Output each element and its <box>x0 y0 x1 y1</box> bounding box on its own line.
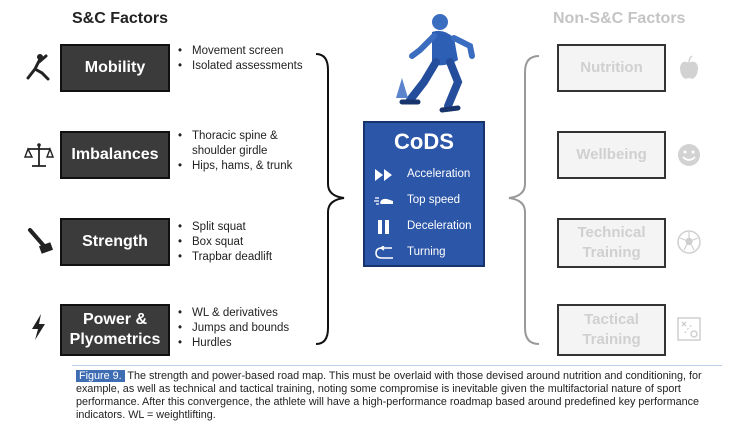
non-sc-factors-heading: Non-S&C Factors <box>553 10 686 27</box>
caption-text: The strength and power-based road map. T… <box>76 370 702 421</box>
u-turn-icon <box>375 246 393 259</box>
sc-factors-heading: S&C Factors <box>72 10 169 27</box>
smiley-icon <box>678 144 700 166</box>
bullet-item: Movement screen <box>176 44 311 59</box>
bullet-item: Hurdles <box>176 336 311 351</box>
lightning-icon <box>32 314 45 340</box>
figure-caption: Figure 9. The strength and power-based r… <box>76 370 716 422</box>
cods-box: CoDS Acceleration Top speed Deceleration… <box>363 121 485 267</box>
pause-icon <box>378 220 389 234</box>
cods-item-top-speed: Top speed <box>407 194 461 206</box>
nsc-factor-tactical-training: Tactical Training <box>557 304 666 356</box>
left-bracket <box>315 53 345 345</box>
speed-icon <box>374 197 393 205</box>
fast-forward-icon <box>375 169 392 181</box>
factor-power-plyometrics: Power & Plyometrics <box>60 304 170 356</box>
factor-mobility: Mobility <box>60 44 170 92</box>
nsc-factor-nutrition: Nutrition <box>557 44 666 92</box>
bullet-item: WL & derivatives <box>176 306 311 321</box>
barbell-icon <box>28 228 54 254</box>
cods-title: CoDS <box>394 129 454 154</box>
bullet-item: Trapbar deadlift <box>176 250 311 265</box>
bullet-item: Isolated assessments <box>176 59 311 74</box>
bullet-item: Thoracic spine & shoulder girdle <box>176 129 311 159</box>
balance-scale-icon <box>24 143 54 167</box>
bullet-item: Split squat <box>176 220 311 235</box>
power-bullets: WL & derivatives Jumps and bounds Hurdle… <box>176 306 311 351</box>
athlete-image <box>396 14 475 113</box>
tactics-board-icon <box>677 317 701 341</box>
bullet-item: Hips, hams, & trunk <box>176 159 311 174</box>
nsc-factor-wellbeing: Wellbeing <box>557 131 666 179</box>
imbalances-bullets: Thoracic spine & shoulder girdle Hips, h… <box>176 129 311 174</box>
bullet-item: Jumps and bounds <box>176 321 311 336</box>
nsc-factor-technical-training: Technical Training <box>557 218 666 268</box>
soccer-ball-icon <box>677 230 701 254</box>
factor-imbalances: Imbalances <box>60 131 170 179</box>
cods-item-turning: Turning <box>407 246 446 258</box>
mobility-bullets: Movement screen Isolated assessments <box>176 44 311 74</box>
strength-bullets: Split squat Box squat Trapbar deadlift <box>176 220 311 265</box>
right-bracket <box>508 55 540 345</box>
figure-label: Figure 9. <box>76 370 125 382</box>
bullet-item: Box squat <box>176 235 311 250</box>
cods-item-deceleration: Deceleration <box>407 220 472 232</box>
factor-strength: Strength <box>60 218 170 266</box>
apple-icon <box>680 55 698 79</box>
stretching-person-icon <box>26 54 50 81</box>
cods-item-acceleration: Acceleration <box>407 168 471 180</box>
caption-divider <box>72 365 722 366</box>
